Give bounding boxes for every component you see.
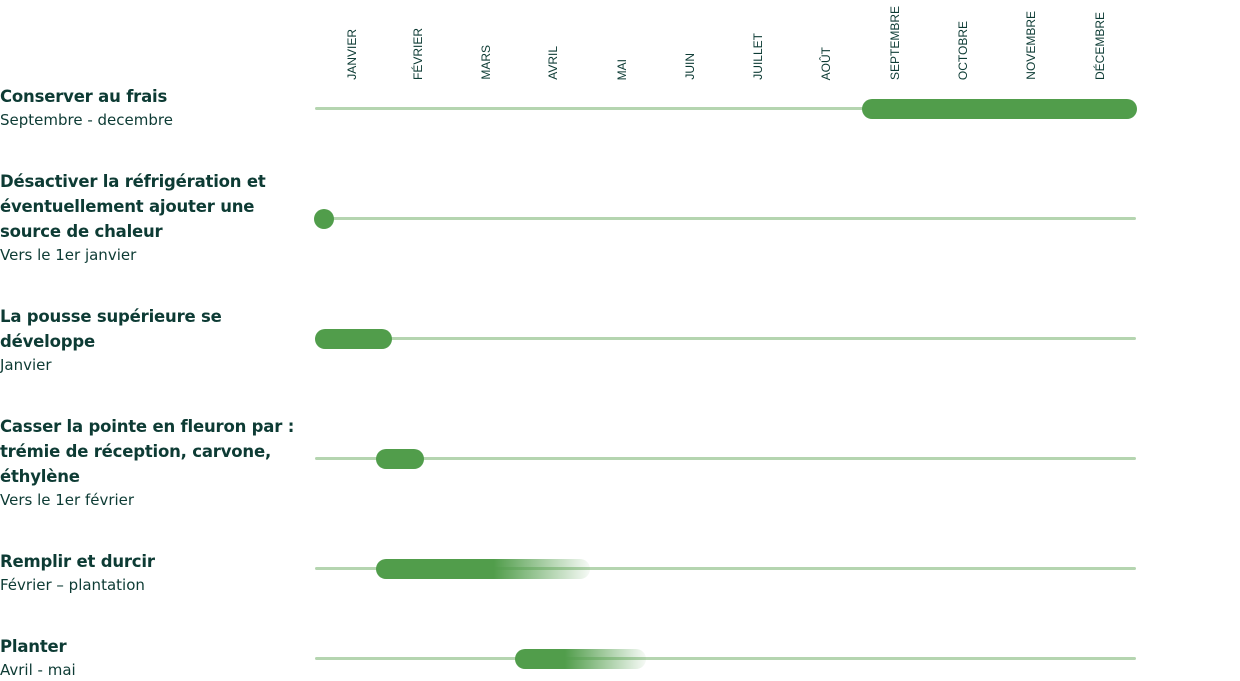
row-title: Casser la pointe en fleuron par : trémie… <box>0 417 295 486</box>
month-label: JUILLET <box>748 0 768 80</box>
row-title: Remplir et durcir <box>0 552 155 571</box>
period-bar-fading <box>376 559 590 579</box>
timeline-track <box>315 567 1136 570</box>
month-label: SEPTEMBRE <box>885 0 905 80</box>
month-text: MARS <box>479 45 493 80</box>
month-label: AVRIL <box>543 0 563 80</box>
period-bar <box>315 329 392 349</box>
month-text: JUIN <box>683 53 697 80</box>
period-bar <box>376 449 424 469</box>
month-label: DÉCEMBRE <box>1090 0 1110 80</box>
row-label: Casser la pointe en fleuron par : trémie… <box>0 414 300 511</box>
row-subtitle: Janvier <box>0 356 52 374</box>
period-bar-fading <box>515 649 646 669</box>
row-subtitle: Vers le 1er février <box>0 491 135 509</box>
month-label: NOVEMBRE <box>1021 0 1041 80</box>
row-title: La pousse supérieure se développe <box>0 307 222 351</box>
timeline-track <box>315 337 1136 340</box>
row-subtitle: Septembre - decembre <box>0 111 173 129</box>
timeline-track <box>315 217 1136 220</box>
month-text: DÉCEMBRE <box>1093 11 1107 80</box>
month-label: JANVIER <box>342 0 362 80</box>
month-text: FÉVRIER <box>411 27 425 80</box>
month-text: JUILLET <box>751 33 765 80</box>
month-text: AVRIL <box>546 46 560 80</box>
month-text: MAI <box>615 58 629 80</box>
month-text: JANVIER <box>345 29 359 80</box>
row-label: Désactiver la réfrigération et éventuell… <box>0 169 280 266</box>
row-subtitle: Avril - mai <box>0 661 76 679</box>
row-title: Planter <box>0 637 67 656</box>
month-label: FÉVRIER <box>408 0 428 80</box>
timeline-track <box>315 457 1136 460</box>
month-label: AOÛT <box>816 0 836 80</box>
row-subtitle: Vers le 1er janvier <box>0 246 137 264</box>
month-text: NOVEMBRE <box>1024 11 1038 80</box>
month-label: OCTOBRE <box>953 0 973 80</box>
month-label: JUIN <box>680 0 700 80</box>
timeline-track <box>315 657 1136 660</box>
month-label: MARS <box>476 0 496 80</box>
period-bar <box>862 99 1137 119</box>
row-subtitle: Février – plantation <box>0 576 145 594</box>
month-text: AOÛT <box>819 46 833 80</box>
timeline-track <box>315 107 1136 110</box>
row-title: Conserver au frais <box>0 87 168 106</box>
month-text: SEPTEMBRE <box>888 5 902 80</box>
period-dot <box>314 209 334 229</box>
month-text: OCTOBRE <box>956 20 970 80</box>
row-title: Désactiver la réfrigération et éventuell… <box>0 172 266 241</box>
month-label: MAI <box>612 0 632 80</box>
